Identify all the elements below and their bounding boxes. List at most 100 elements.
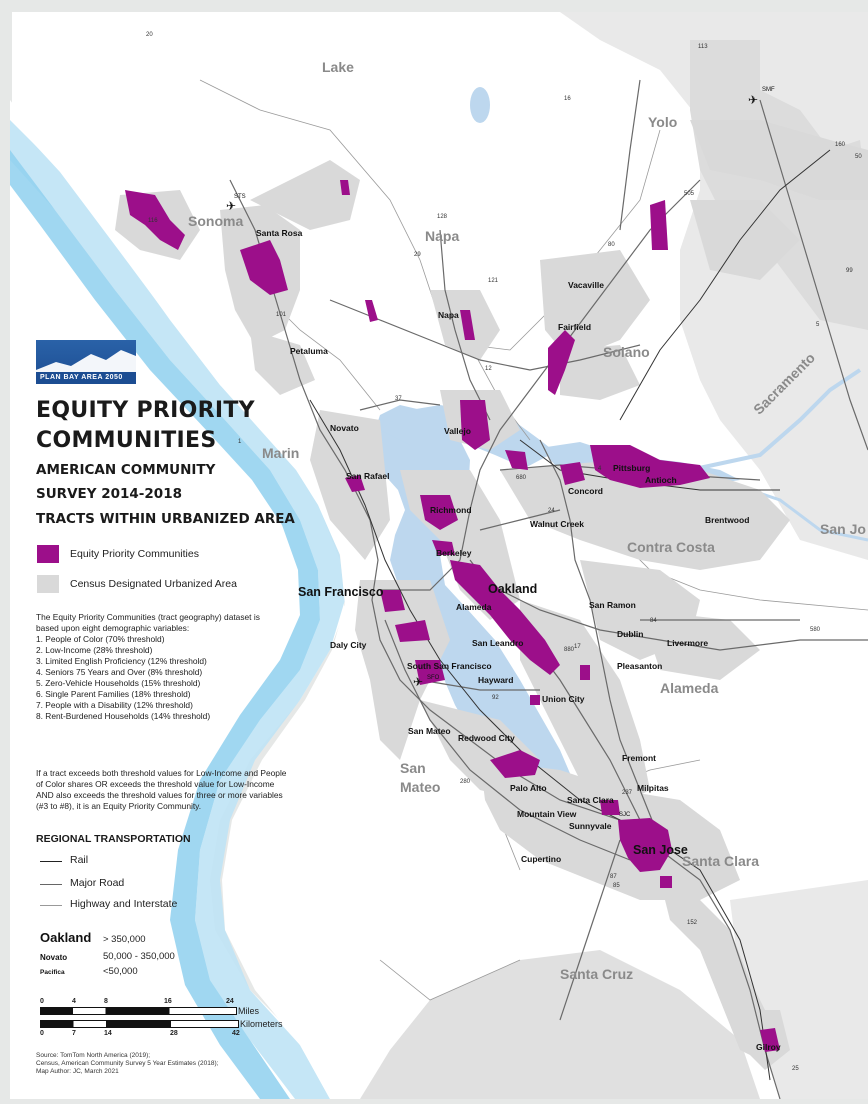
highway-24 (479, 509, 561, 531)
plan-bay-area-logo: PLAN BAY AREA 2050 (36, 340, 136, 384)
county-label: Solano (603, 344, 650, 360)
highway-shield: 17 (574, 644, 581, 650)
km-tick: 0 (40, 1030, 44, 1037)
county-label: Contra Costa (627, 539, 715, 555)
description-intro: The Equity Priority Communities (tract g… (36, 612, 260, 622)
highway-17 (559, 839, 621, 1021)
highway-shield: 116 (148, 218, 158, 224)
km-tick: 42 (232, 1030, 240, 1037)
km-tick: 14 (104, 1030, 112, 1037)
source-note: Source: TomTom North America (2019); Cen… (36, 1052, 218, 1076)
airport-label: SJC (619, 812, 631, 818)
city-label: Pleasanton (617, 661, 662, 671)
rail-line (309, 399, 771, 1081)
map-title-line1: EQUITY PRIORITY (36, 398, 255, 423)
highway-shield: 84 (650, 618, 657, 624)
pop-range-medium: 50,000 - 350,000 (103, 951, 175, 962)
miles-tick: 4 (72, 998, 76, 1005)
highway-shield: 29 (414, 252, 421, 258)
city-label: Alameda (456, 602, 492, 612)
variable-item: 8. Rent-Burdened Households (14% thresho… (36, 711, 211, 721)
epc-sonoma (125, 190, 185, 250)
city-label: Fairfield (558, 322, 591, 332)
pop-class-small: Pacifica (40, 969, 65, 976)
miles-tick: 0 (40, 998, 44, 1005)
variable-item: 1. People of Color (70% threshold) (36, 634, 165, 644)
variable-item: 6. Single Parent Families (18% threshold… (36, 689, 191, 699)
rule-line: AND also exceeds the threshold values fo… (36, 790, 283, 800)
county-label: Alameda (660, 680, 719, 696)
map-title-line2: COMMUNITIES (36, 428, 217, 453)
highway-shield: 85 (613, 883, 620, 889)
miles-tick: 24 (226, 998, 234, 1005)
transport-label-rail: Rail (70, 854, 89, 866)
city-label: Vallejo (444, 426, 471, 436)
variable-item: 5. Zero-Vehicle Households (15% threshol… (36, 678, 201, 688)
rule-line: If a tract exceeds both threshold values… (36, 768, 287, 778)
city-label: San Ramon (589, 600, 636, 610)
highway-shield: 237 (622, 790, 633, 796)
miles-tick: 16 (164, 998, 172, 1005)
city-label: Palo Alto (510, 783, 547, 793)
map-subtitle-line1: AMERICAN COMMUNITY (36, 462, 216, 478)
city-label: San Francisco (298, 585, 384, 599)
legend-swatch-epc (37, 545, 59, 563)
city-label: Santa Clara (567, 795, 614, 805)
highway-symbol (40, 905, 62, 906)
pop-class-medium: Novato (40, 953, 68, 962)
county-label: Lake (322, 59, 354, 75)
highway-shield: 87 (610, 874, 617, 880)
epc-san-jose (618, 818, 672, 872)
highway-shield: 280 (460, 779, 471, 785)
highway-5 (759, 99, 868, 451)
pop-class-large: Oakland (40, 930, 92, 945)
city-label: San Rafael (346, 471, 389, 481)
city-label: Richmond (430, 505, 472, 515)
legend-label-urban: Census Designated Urbanized Area (70, 578, 237, 590)
logo-text: PLAN BAY AREA 2050 (40, 374, 123, 381)
highway-shield: 92 (492, 695, 499, 701)
variable-item: 4. Seniors 75 Years and Over (8% thresho… (36, 667, 203, 677)
source-line: Map Author: JC, March 2021 (36, 1068, 119, 1075)
rule-paragraph: If a tract exceeds both threshold values… (36, 768, 346, 812)
highway-shield: 505 (684, 191, 695, 197)
variable-item: 3. Limited English Proficiency (12% thre… (36, 656, 207, 666)
airport-plane-icon: ✈ (413, 675, 423, 689)
airport-plane-icon: ✈ (748, 93, 758, 107)
highway-shield: 80 (608, 242, 615, 248)
transport-label-highway: Highway and Interstate (70, 898, 178, 910)
transport-label-major-road: Major Road (70, 877, 125, 889)
city-label: Gilroy (756, 1042, 781, 1052)
airport-plane-icon: ✈ (226, 199, 236, 213)
map-subtitle-line3: TRACTS WITHIN URBANIZED AREA (36, 511, 295, 527)
rule-line: (#3 to #8), it is an Equity Priority Com… (36, 801, 202, 811)
km-label: Kilometers (240, 1019, 283, 1029)
epc-oakland (450, 560, 560, 675)
highway-12 (329, 299, 641, 371)
city-label: San Jose (633, 843, 688, 857)
highway-shield: 37 (395, 396, 402, 402)
city-label: Cupertino (521, 854, 561, 864)
highway-29 (439, 229, 491, 421)
source-line: Census, American Community Survey 5 Year… (36, 1060, 219, 1067)
city-label: Livermore (667, 638, 708, 648)
county-label: Napa (425, 228, 459, 244)
km-tick: 7 (72, 1030, 76, 1037)
pop-range-small: <50,000 (103, 966, 138, 977)
highway-580 (479, 579, 868, 651)
description-intro: based upon eight demographic variables: (36, 623, 190, 633)
epc-pittsburg (590, 445, 710, 488)
pop-range-large: > 350,000 (103, 934, 146, 945)
highway-shield: 25 (792, 1066, 799, 1072)
county-label: Sonoma (188, 213, 243, 229)
city-label: Vacaville (568, 280, 604, 290)
city-label: Union City (542, 694, 585, 704)
county-label: Yolo (648, 114, 677, 130)
city-label: Oakland (488, 582, 537, 596)
county-label: Mateo (400, 779, 440, 795)
highway-101 (229, 179, 781, 1100)
miles-label: Miles (238, 1006, 260, 1016)
legend-swatch-urban (37, 575, 59, 593)
city-label: Napa (438, 310, 459, 320)
city-label: Petaluma (290, 346, 328, 356)
